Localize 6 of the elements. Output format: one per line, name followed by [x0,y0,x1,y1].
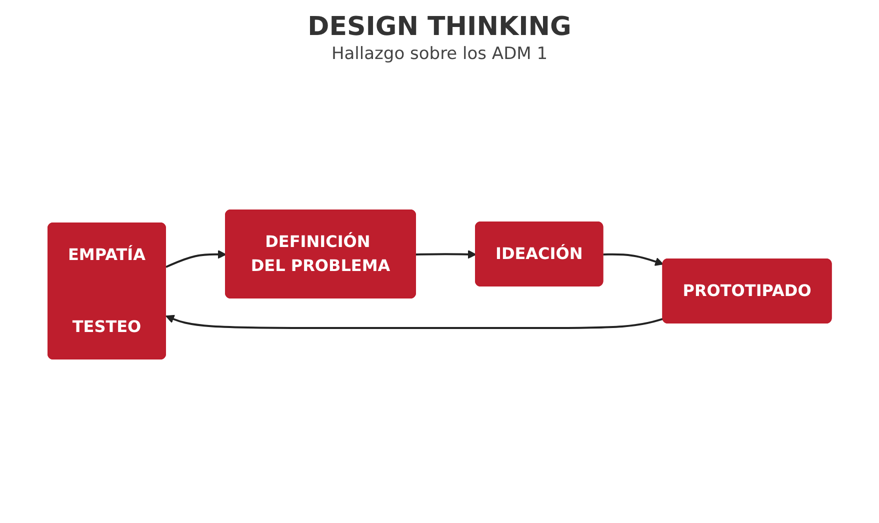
arrow [603,252,664,266]
diagram-title: DESIGN THINKING [308,12,572,42]
arrow [165,314,664,328]
subtitle: Hallazgo sobre los ADM 1 [331,44,548,64]
arrow [165,249,226,268]
arrow [416,249,476,258]
